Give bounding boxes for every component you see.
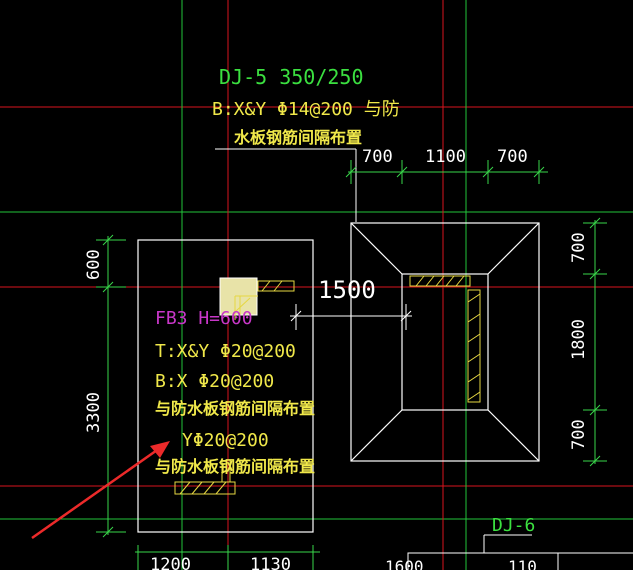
left-dim-label: 3300 bbox=[84, 392, 104, 433]
top-dim-label: 1100 bbox=[425, 147, 466, 167]
footing-slope bbox=[350, 409, 403, 462]
dj6-outline bbox=[407, 534, 633, 570]
bottom-dim-label: 110 bbox=[508, 557, 537, 570]
spacing-dimension bbox=[290, 304, 412, 330]
bottom-dim-label: 1130 bbox=[250, 555, 291, 570]
right-dim-label: 700 bbox=[569, 232, 589, 263]
footing-slope bbox=[350, 222, 403, 275]
fb3-title: FB3 H=600 bbox=[155, 308, 253, 329]
fb3-line1: T:X&Y Φ20@200 bbox=[155, 341, 296, 362]
fb3-line3: 与防水板钢筋间隔布置 bbox=[155, 399, 315, 418]
footing-slope bbox=[487, 409, 540, 462]
left-dim-label: 600 bbox=[84, 249, 104, 280]
footing-inner bbox=[401, 273, 489, 411]
top-dim-label: 700 bbox=[362, 147, 393, 167]
fb3-hatch bbox=[174, 280, 295, 495]
dj5-line3: 水板钢筋间隔布置 bbox=[234, 128, 362, 147]
right-dim-label: 1800 bbox=[569, 319, 589, 360]
right-dim-label: 700 bbox=[569, 419, 589, 450]
bottom-dim-label: 1600 bbox=[385, 557, 424, 570]
footing-outer bbox=[350, 222, 540, 462]
fb3-line4: YΦ20@200 bbox=[182, 430, 269, 451]
annotation-arrow bbox=[31, 441, 170, 540]
slab-fb3-outline bbox=[137, 239, 314, 533]
dj5-line2: B:X&Y Φ14@200 与防 bbox=[212, 99, 400, 120]
dj5-title: DJ-5 350/250 bbox=[219, 65, 364, 89]
fb3-line2: B:X Φ20@200 bbox=[155, 371, 274, 392]
footing-dj5 bbox=[350, 222, 540, 462]
top-dim-label: 700 bbox=[497, 147, 528, 167]
dj6-title: DJ-6 bbox=[492, 515, 535, 536]
fb3-line5: 与防水板钢筋间隔布置 bbox=[155, 457, 315, 476]
spacing-dim-label: 1500 bbox=[318, 276, 376, 304]
bottom-dim-label: 1200 bbox=[150, 555, 191, 570]
dj5-leader bbox=[215, 148, 357, 222]
dj5-hatch bbox=[409, 275, 481, 403]
dimension-lines bbox=[96, 160, 607, 570]
footing-slope bbox=[487, 222, 540, 275]
